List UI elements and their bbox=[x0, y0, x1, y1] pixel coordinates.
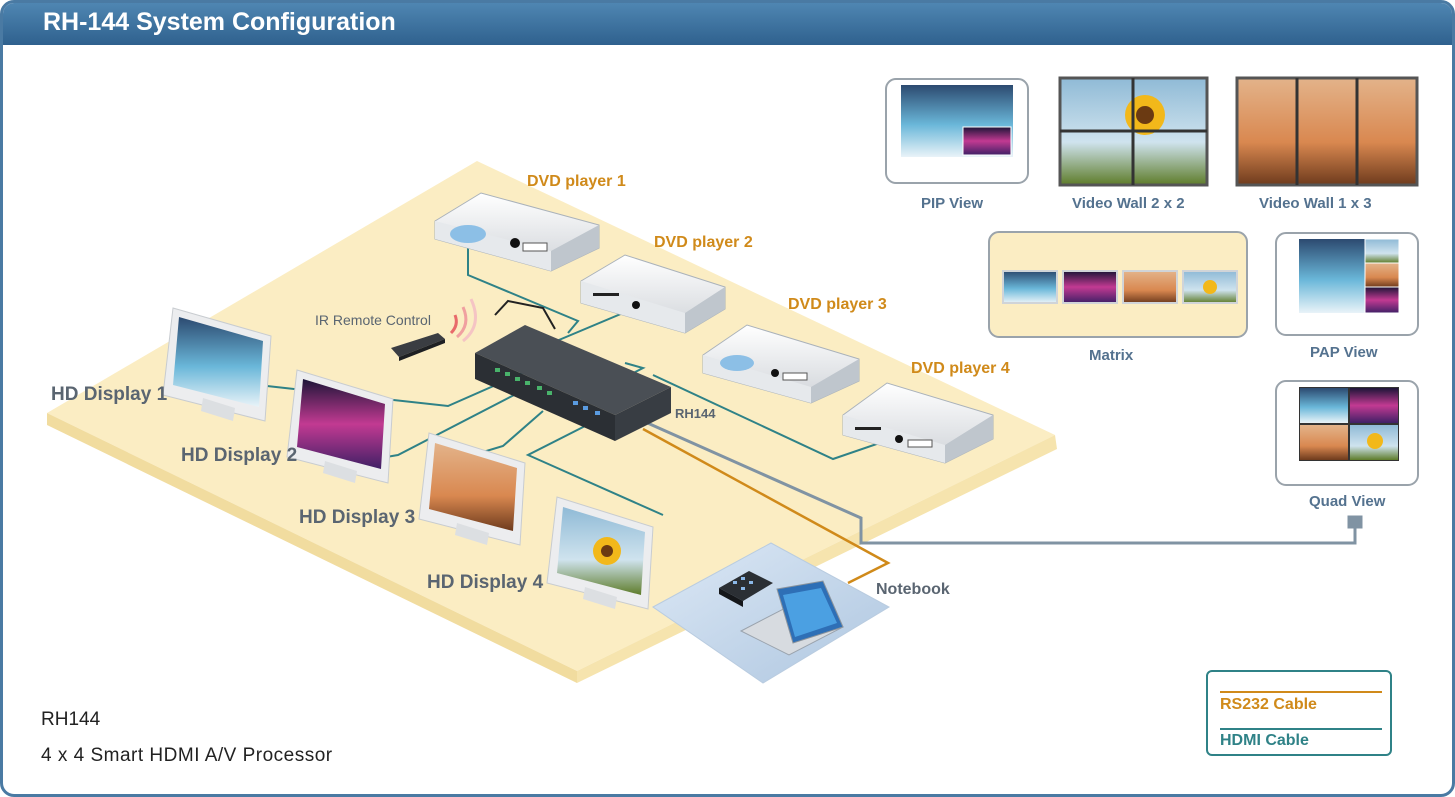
label-matrix: Matrix bbox=[1089, 347, 1134, 364]
label-notebook: Notebook bbox=[876, 581, 950, 598]
ir-remote bbox=[391, 298, 477, 361]
label-dvd-player-2: DVD player 2 bbox=[654, 234, 753, 251]
notebook-pad bbox=[652, 542, 891, 684]
label-video-wall-2x2: Video Wall 2 x 2 bbox=[1072, 195, 1185, 212]
label-hd-display-4: HD Display 4 bbox=[427, 572, 544, 593]
dvd-player-3 bbox=[702, 324, 860, 404]
label-video-wall-1x3: Video Wall 1 x 3 bbox=[1259, 195, 1372, 212]
label-ir-remote: IR Remote Control bbox=[315, 312, 431, 328]
notebook-keypad bbox=[719, 571, 773, 607]
dvd-player-4 bbox=[842, 382, 994, 464]
cable-legend: RS232 Cable HDMI Cable bbox=[1206, 670, 1392, 756]
system-diagram: DVD player 1 DVD player 2 DVD player 3 D… bbox=[47, 76, 1419, 684]
view-pap bbox=[1275, 232, 1419, 336]
label-dvd-player-3: DVD player 3 bbox=[788, 296, 887, 313]
title-bar: RH-144 System Configuration bbox=[3, 3, 1452, 45]
view-video-wall-2x2 bbox=[1058, 76, 1209, 187]
diagram-labels: DVD player 1 DVD player 2 DVD player 3 D… bbox=[51, 173, 1010, 598]
label-hd-display-2: HD Display 2 bbox=[181, 445, 297, 466]
label-pip-view: PIP View bbox=[921, 195, 983, 212]
label-pap-view: PAP View bbox=[1310, 344, 1378, 361]
label-hd-display-1: HD Display 1 bbox=[51, 384, 168, 405]
label-quad-view: Quad View bbox=[1309, 493, 1386, 510]
view-matrix bbox=[988, 231, 1248, 338]
hdmi-legend-line bbox=[1220, 728, 1382, 730]
hd-display-1 bbox=[162, 307, 272, 422]
view-quad bbox=[1275, 380, 1419, 486]
dvd-player-2 bbox=[580, 254, 726, 334]
rs232-cable bbox=[642, 427, 891, 585]
rs232-legend-line bbox=[1220, 691, 1382, 693]
caption-description: 4 x 4 Smart HDMI A/V Processor bbox=[41, 745, 333, 766]
notebook-laptop bbox=[739, 580, 845, 656]
dvd-player-1 bbox=[434, 192, 600, 272]
usb-cable bbox=[642, 419, 1363, 545]
label-hd-display-3: HD Display 3 bbox=[299, 507, 415, 528]
caption-model: RH144 bbox=[41, 709, 101, 730]
hd-display-2 bbox=[286, 369, 394, 484]
label-dvd-player-4: DVD player 4 bbox=[911, 360, 1010, 377]
rs232-legend-label: RS232 Cable bbox=[1220, 696, 1317, 713]
diagram-title: RH-144 System Configuration bbox=[43, 8, 396, 36]
view-pip bbox=[885, 78, 1029, 184]
label-dvd-player-1: DVD player 1 bbox=[527, 173, 626, 190]
hd-display-3 bbox=[418, 432, 526, 546]
ir-receiver-cable bbox=[494, 299, 556, 330]
view-labels: PIP View Video Wall 2 x 2 Video Wall 1 x… bbox=[921, 195, 1386, 510]
label-rh144: RH144 bbox=[675, 406, 716, 421]
hd-display-4 bbox=[546, 496, 654, 610]
rh144-processor bbox=[475, 325, 671, 441]
hdmi-legend-label: HDMI Cable bbox=[1220, 732, 1309, 749]
view-video-wall-1x3 bbox=[1235, 76, 1419, 187]
